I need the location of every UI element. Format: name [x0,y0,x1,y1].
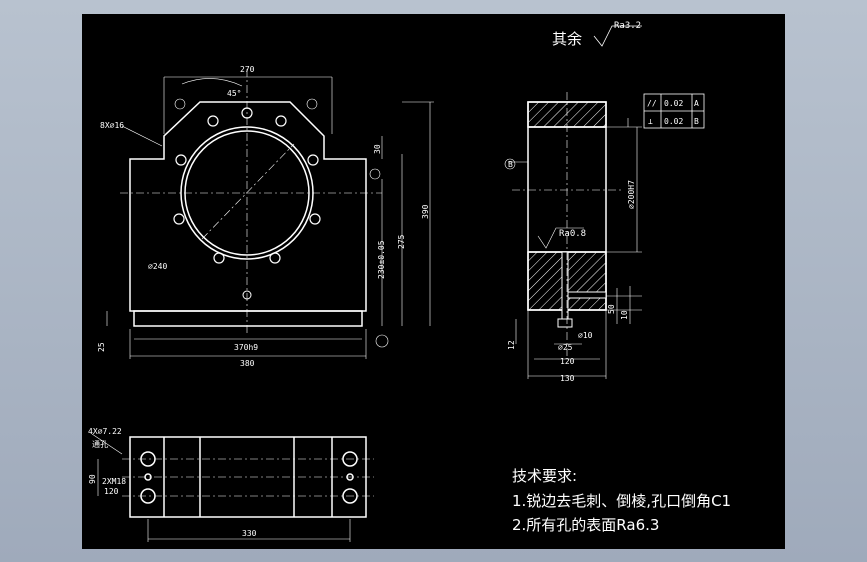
datum-b: B [508,160,513,169]
gdt-perp-symbol: ⊥ [648,117,653,126]
tech-requirements: 技术要求: 1.锐边去毛刺、倒棱,孔口倒角C1 2.所有孔的表面Ra6.3 [512,467,731,534]
hole-note-2: 通孔 [92,439,108,449]
side-centerlines [512,92,622,359]
tech-item-1: 1.锐边去毛刺、倒棱,孔口倒角C1 [512,492,731,510]
dim-50: 50 [607,304,616,314]
dim-370h9: 370h9 [234,343,258,352]
dim-phi10: ∅10 [578,331,593,340]
front-outline [129,101,367,312]
dim-10: 10 [620,310,629,320]
dim-30: 30 [373,144,382,154]
side-dimensions [504,118,642,379]
dim-phi25: ∅25 [558,343,573,352]
front-view[interactable] [129,101,367,327]
gdt-frame [643,93,705,129]
hole-note-1: 4X∅7.22 [88,427,122,436]
top-centerlines [122,458,374,497]
cad-drawing: 270 8X∅16 45° 30 275 230±0.05 390 ∅240 3… [88,21,731,542]
gdt-parallel-value: 0.02 [664,99,683,108]
depth-note: 120 [104,487,119,496]
top-dimensions [91,433,351,542]
dim-230: 230±0.05 [377,240,386,279]
gdt-parallel-symbol: // [647,99,657,108]
chamfer-note: 8X∅16 [100,121,124,130]
dim-90: 90 [88,474,97,484]
roughness-inner: Ra0.8 [559,229,586,239]
tap-note: 2XM18 [102,477,126,486]
surface-note-label: 其余 [552,30,582,48]
front-centerlines [120,69,382,334]
dim-330: 330 [242,529,257,538]
dim-275: 275 [397,234,406,249]
drawing-canvas[interactable]: 270 8X∅16 45° 30 275 230±0.05 390 ∅240 3… [82,14,785,549]
surface-note: 其余 Ra3.2 [552,21,642,48]
dim-380: 380 [240,359,255,368]
bolt-holes [173,107,321,264]
gdt-perp-datum: B [694,117,699,126]
tech-item-2: 2.所有孔的表面Ra6.3 [512,516,659,534]
gdt-parallel-datum: A [694,99,699,108]
dim-bore-200: ∅200H7 [627,180,636,209]
front-base-strip [133,310,363,327]
dim-130: 130 [560,374,575,383]
tech-title: 技术要求: [512,467,577,485]
front-dimensions [106,76,434,359]
dim-270: 270 [240,65,255,74]
dim-120: 120 [560,357,575,366]
dim-390: 390 [421,204,430,219]
angle-note: 45° [227,89,241,98]
surface-note-ra: Ra3.2 [614,21,641,31]
dim-25: 25 [97,342,106,352]
dim-12: 12 [507,340,516,350]
gdt-perp-value: 0.02 [664,117,683,126]
bore-dia: ∅240 [148,262,167,271]
